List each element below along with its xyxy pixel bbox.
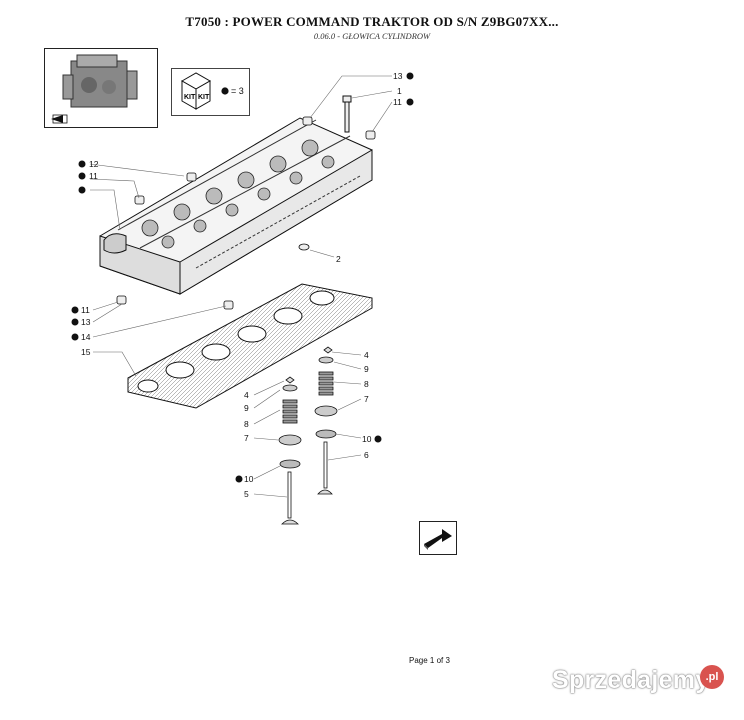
callout-8: 8 [364, 379, 369, 389]
bullet-icon [221, 87, 229, 95]
valve-assembly-right [314, 346, 338, 495]
callout-11: 11 [81, 305, 90, 315]
engine-thumbnail[interactable] [44, 48, 158, 128]
kit-text-a: KIT [184, 94, 196, 101]
leader-lines [89, 75, 393, 498]
valve-assembly-left [278, 376, 302, 525]
callout-9: 9 [364, 364, 369, 374]
head-gasket-part-15 [127, 283, 373, 409]
callout-8: 8 [244, 419, 249, 429]
watermark-logo: .pl [700, 665, 724, 689]
cylinder-head [99, 117, 373, 295]
arrow-right-icon [424, 529, 452, 550]
next-page-button[interactable] [419, 521, 457, 555]
kit-legend-label: = 3 [231, 86, 244, 96]
callout-7: 7 [244, 433, 249, 443]
callout-15: 15 [81, 347, 91, 357]
callout-11: 11 [393, 97, 402, 107]
watermark-text: Sprzedajemy [552, 666, 710, 694]
callout-12: 12 [89, 159, 99, 169]
engine-icon [51, 54, 138, 124]
callout-4: 4 [364, 350, 369, 360]
callout-9: 9 [244, 403, 249, 413]
kit-icon: KIT KIT [180, 72, 212, 110]
callout-13: 13 [81, 317, 91, 327]
callout-6: 6 [364, 450, 369, 460]
callout-1: 1 [397, 86, 402, 96]
callout-11: 11 [89, 171, 98, 181]
page-number: Page 1 of 3 [409, 656, 450, 665]
page-subtitle: 0.06.0 - GŁOWICA CYLINDROW [313, 31, 431, 41]
bullet-markers [71, 72, 414, 483]
callout-2: 2 [336, 254, 341, 264]
callout-14: 14 [81, 332, 91, 342]
kit-text-b: KIT [198, 94, 210, 101]
callout-10: 10 [244, 474, 254, 484]
callout-10: 10 [362, 434, 372, 444]
callout-7: 7 [364, 394, 369, 404]
page-title: T7050 : POWER COMMAND TRAKTOR OD S/N Z9B… [185, 14, 559, 29]
bolt-part-1 [342, 95, 352, 133]
callout-13: 13 [393, 71, 403, 81]
callout-5: 5 [244, 489, 249, 499]
kit-legend-box: KIT KIT [171, 68, 250, 116]
callout-4: 4 [244, 390, 249, 400]
dowel-parts [116, 116, 376, 310]
